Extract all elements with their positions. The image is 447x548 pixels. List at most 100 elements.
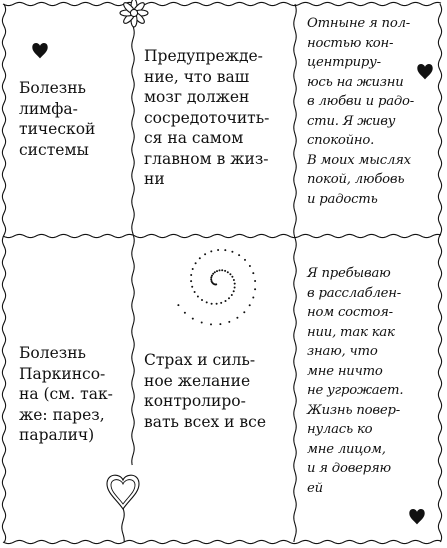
top-wavy-border bbox=[2, 1, 442, 7]
spiral-dot bbox=[219, 323, 222, 326]
spiral-dot bbox=[196, 295, 199, 298]
spiral-dot bbox=[252, 272, 255, 275]
spiral-dot bbox=[210, 278, 213, 281]
row2-cause-cell: Страх и силь- ное желание контролиро- ва… bbox=[144, 350, 294, 432]
row1-disease-cell: Болезнь лимфа- тической системы bbox=[19, 78, 131, 160]
spiral-dot bbox=[210, 323, 212, 326]
text-line: же: парез, bbox=[19, 405, 105, 424]
row2-affirmation-cell: Я пребываю в расслаблен- ном состоя- нии… bbox=[307, 264, 433, 498]
spiral-dot bbox=[200, 321, 203, 324]
spiral-dot bbox=[230, 294, 233, 296]
text-line: Болезнь bbox=[19, 79, 86, 97]
text-line: не угрожает. bbox=[307, 383, 404, 398]
spiral-dot bbox=[231, 250, 234, 253]
spiral-dot bbox=[221, 269, 224, 272]
spiral-dot bbox=[217, 249, 220, 251]
text-line: Отныне я пол- bbox=[307, 16, 411, 31]
spiral-dot bbox=[232, 279, 235, 281]
text-line: спокойно. bbox=[307, 133, 375, 148]
spiral-dot bbox=[191, 268, 194, 270]
text-line: ей bbox=[307, 480, 323, 496]
text-line: ни bbox=[144, 170, 165, 188]
text-line: ся на самом bbox=[144, 129, 244, 147]
spiral-dot bbox=[243, 311, 246, 314]
spiral-dot bbox=[212, 272, 215, 275]
text-line: знаю, что bbox=[307, 344, 378, 359]
text-line: Страх и силь- bbox=[144, 351, 256, 369]
text-line: в расслаблен- bbox=[307, 285, 401, 301]
text-line: сти. Я живу bbox=[307, 113, 396, 129]
text-line: в любви и радо- bbox=[307, 94, 415, 109]
text-line: системы bbox=[19, 140, 89, 159]
spiral-dot bbox=[190, 274, 193, 276]
spiral-dot bbox=[191, 317, 194, 320]
heart-icon bbox=[32, 42, 48, 59]
text-line: сосредоточить- bbox=[144, 108, 270, 127]
text-line: ном состоя- bbox=[307, 305, 393, 320]
spiral-dot bbox=[231, 275, 234, 278]
text-line: В моих мыслях bbox=[307, 152, 411, 168]
text-line: мне ничто bbox=[307, 363, 383, 379]
text-line: главном в жиз- bbox=[144, 149, 269, 168]
row2-disease-cell: Болезнь Паркинсо- на (см. так- же: парез… bbox=[19, 343, 131, 446]
text-line: лимфа- bbox=[19, 99, 78, 118]
text-line: юсь на жизни bbox=[307, 74, 404, 90]
spiral-dot bbox=[238, 254, 241, 257]
text-line: нии, так как bbox=[307, 324, 395, 340]
text-line: нулась ко bbox=[307, 422, 373, 437]
spiral-dot bbox=[226, 271, 229, 274]
spiral-dot bbox=[183, 311, 186, 314]
spiral-dot bbox=[210, 276, 213, 279]
text-line: ностью кон- bbox=[307, 35, 394, 51]
heart-outline-icon bbox=[106, 474, 140, 510]
text-line: и я доверяю bbox=[307, 461, 391, 476]
dotted-spiral-icon bbox=[177, 249, 257, 326]
spiral-dot bbox=[215, 302, 218, 305]
spiral-dot bbox=[194, 262, 197, 265]
column-divider-2 bbox=[293, 3, 297, 543]
spiral-dot bbox=[204, 253, 207, 256]
spiral-dot bbox=[248, 265, 251, 267]
spiral-dot bbox=[210, 250, 213, 253]
spiral-dot bbox=[210, 280, 213, 282]
text-line: покой, любовь bbox=[307, 172, 405, 187]
text-line: Предупрежде- bbox=[144, 47, 263, 65]
spiral-dot bbox=[236, 316, 239, 319]
spiral-dot bbox=[233, 286, 236, 289]
heart-icon bbox=[409, 508, 425, 525]
spiral-dot bbox=[224, 269, 227, 272]
spiral-dot bbox=[244, 258, 246, 261]
spiral-dot bbox=[229, 273, 232, 276]
right-wavy-border bbox=[437, 3, 443, 543]
spiral-dot bbox=[248, 304, 251, 307]
text-line: вать всех и все bbox=[144, 412, 266, 431]
column-divider-1 bbox=[121, 25, 135, 543]
text-line: контролиро- bbox=[144, 392, 246, 410]
spiral-dot bbox=[224, 249, 227, 252]
text-line: Болезнь bbox=[19, 344, 86, 362]
text-line: Жизнь повер- bbox=[307, 402, 400, 418]
row1-affirmation-cell: Отныне я пол- ностью кон- центриру- юсь … bbox=[307, 14, 433, 209]
spiral-dot bbox=[228, 320, 231, 323]
spiral-dot bbox=[210, 302, 213, 305]
spiral-dot bbox=[224, 300, 227, 302]
spiral-dot bbox=[211, 274, 213, 277]
text-line: паралич) bbox=[19, 426, 95, 444]
text-line: и радость bbox=[307, 191, 378, 207]
spiral-dot bbox=[254, 280, 257, 282]
spiral-dot bbox=[213, 271, 216, 274]
text-line: мне лицом, bbox=[307, 441, 386, 457]
spiral-dot bbox=[201, 299, 203, 301]
spiral-dot bbox=[228, 297, 230, 300]
spiral-dot bbox=[232, 290, 235, 293]
row-divider bbox=[2, 233, 442, 239]
left-wavy-border bbox=[1, 3, 7, 543]
spiral-dot bbox=[252, 296, 255, 299]
spiral-dot bbox=[216, 270, 218, 273]
spiral-dot bbox=[254, 288, 257, 291]
text-line: ное желание bbox=[144, 371, 251, 390]
spiral-dot bbox=[233, 282, 236, 285]
bottom-wavy-border bbox=[2, 539, 442, 545]
